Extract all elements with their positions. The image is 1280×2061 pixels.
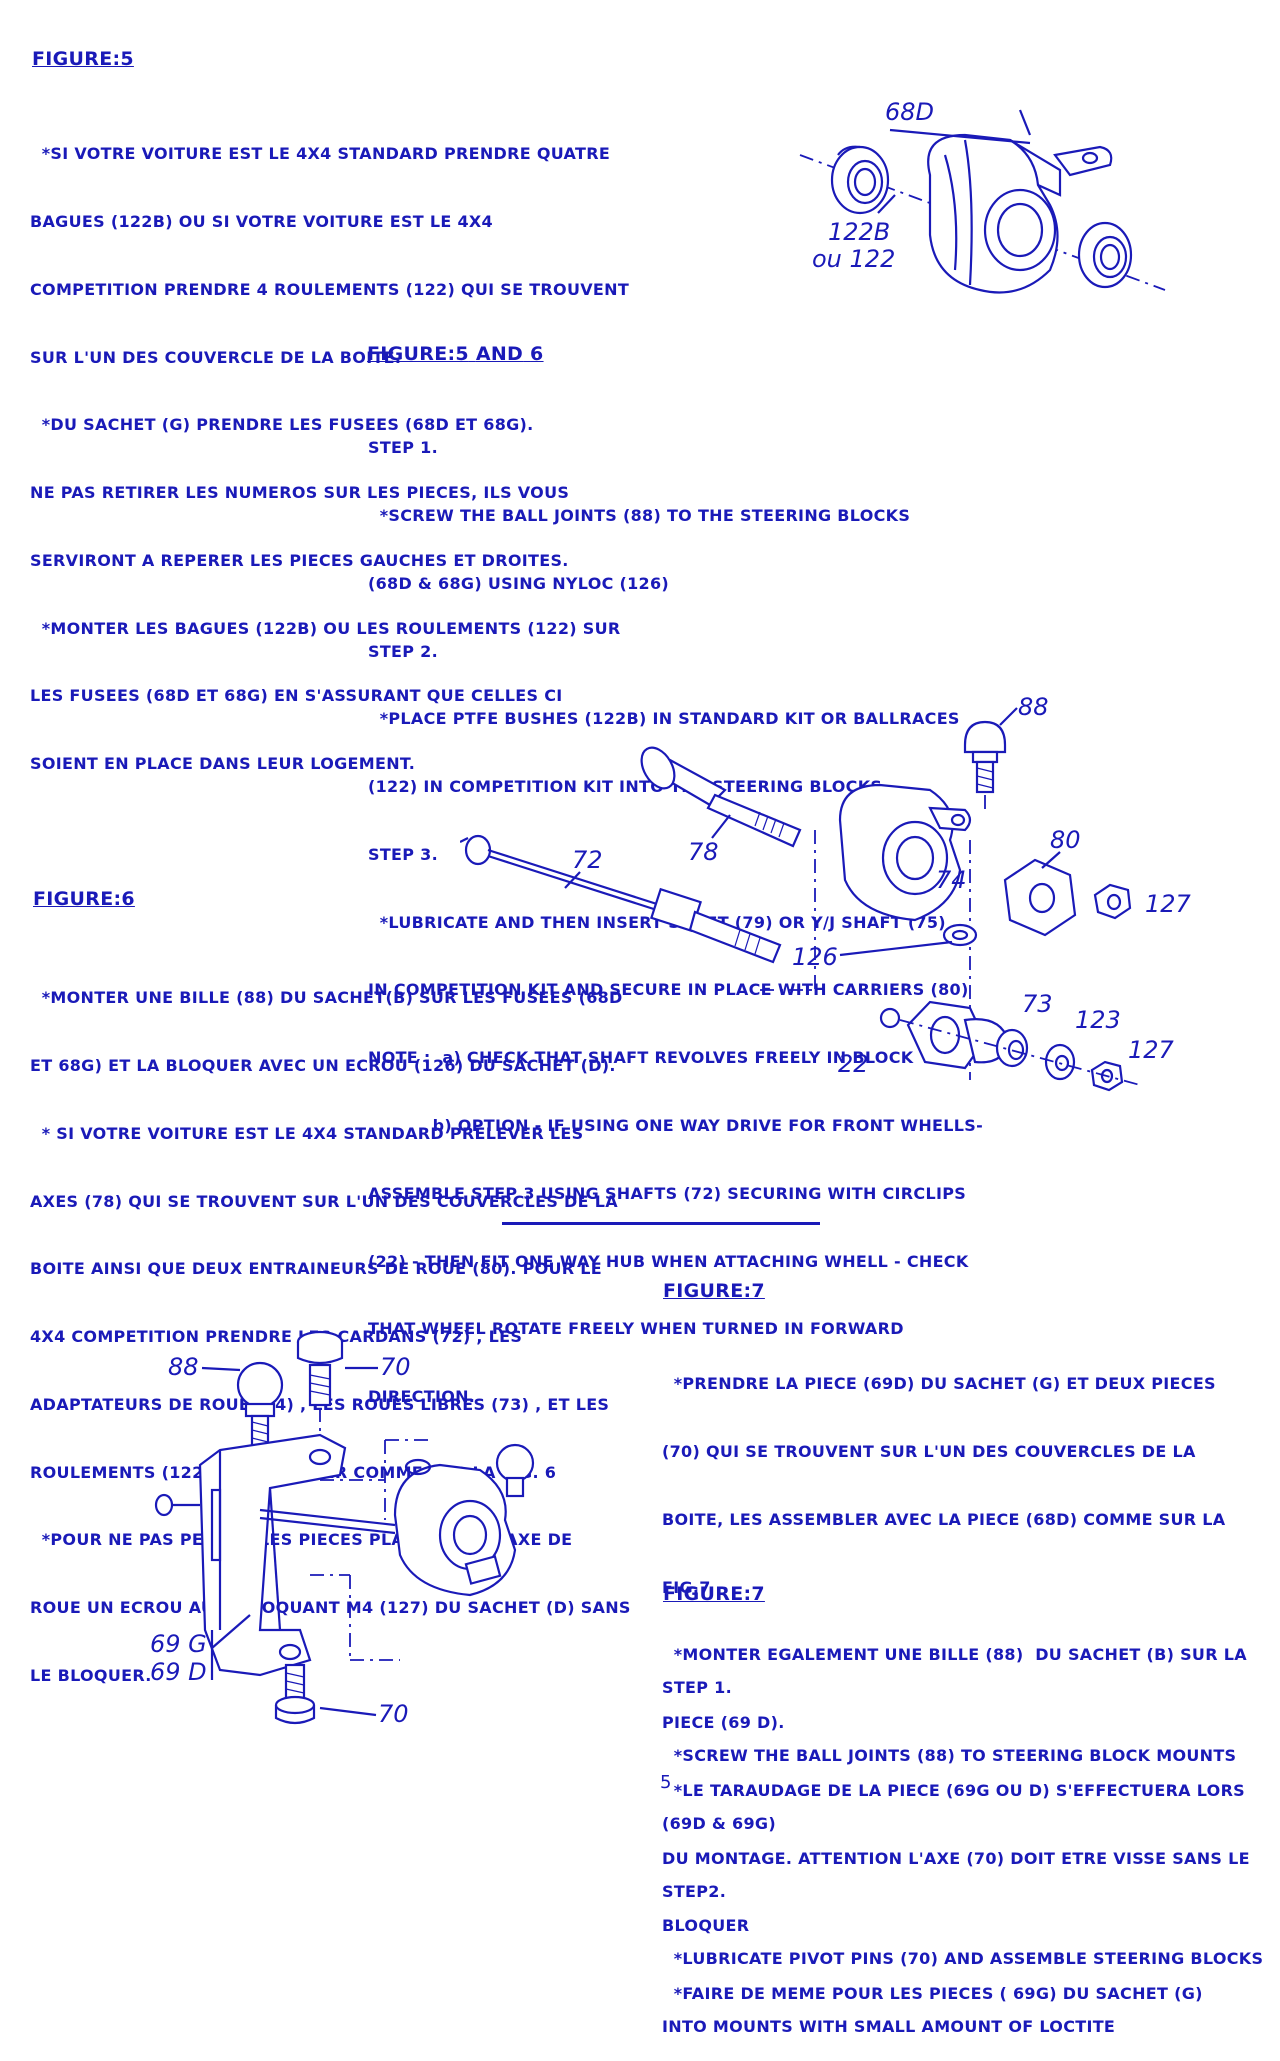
- text-line: SERVIRONT A REPERER LES PIECES GAUCHES E…: [30, 550, 569, 570]
- text-line: BOITE, LES ASSEMBLER AVEC LA PIECE (68D)…: [662, 1509, 1226, 1529]
- figure7-steps: STEP 1. *SCREW THE BALL JOINTS (88) TO S…: [662, 1632, 1263, 2061]
- figure56-heading-and: AND: [475, 343, 524, 365]
- text-line: BAGUES (122B) OU SI VOTRE VOITURE EST LE…: [30, 211, 493, 231]
- text-line: *MONTER EGALEMENT UNE BILLE (88) DU SACH…: [662, 1645, 1247, 1665]
- text-line: b) OPTION - IF USING ONE WAY DRIVE FOR F…: [368, 1116, 984, 1135]
- text-line: STEP 1.: [662, 1678, 732, 1698]
- callout-78: 78: [688, 838, 719, 866]
- text-line: INTO MOUNTS WITH SMALL AMOUNT OF LOCTITE: [662, 2017, 1116, 2037]
- callout-80: 80: [1050, 826, 1081, 854]
- text-line: THAT WHEEL ROTATE FREELY WHEN TURNED IN …: [368, 1319, 904, 1339]
- text-line: NOTE : a) CHECK THAT SHAFT REVOLVES FREE…: [368, 1048, 914, 1068]
- figure5-french-text: *SI VOTRE VOITURE EST LE 4X4 STANDARD PR…: [30, 98, 629, 798]
- callout-ou122: ou 122: [812, 245, 895, 273]
- text-line: (68D & 68G) USING NYLOC (126): [368, 573, 670, 593]
- figure56-heading-prefix: FIGURE:5: [367, 343, 469, 365]
- callout-68d: 68D: [885, 98, 934, 126]
- page-number: 5: [660, 1772, 672, 1793]
- text-line: ASSEMBLE STEP 3 USING SHAFTS (72) SECURI…: [368, 1183, 967, 1203]
- text-line: SUR L'UN DES COUVERCLE DE LA BOITE.: [30, 347, 402, 367]
- figure7-heading-fr: FIGURE:7: [663, 1280, 765, 1302]
- callout-123: 123: [1075, 1006, 1121, 1034]
- text-line: *PLACE PTFE BUSHES (122B) IN STANDARD KI…: [368, 709, 960, 729]
- text-line: STEP 1.: [368, 438, 438, 458]
- figure6-drawing: 88 78 72 126: [459, 690, 1260, 1150]
- callout-70-top: 70: [380, 1353, 411, 1381]
- section-divider: [502, 1222, 820, 1225]
- text-line: *SCREW THE BALL JOINTS (88) TO THE STEER…: [368, 505, 911, 525]
- text-line: *DU SACHET (G) PRENDRE LES FUSEES (68D E…: [30, 415, 534, 435]
- text-line: (70) QUI SE TROUVENT SUR L'UN DES COUVER…: [662, 1441, 1196, 1461]
- figure56-heading: FIGURE:5 AND 6: [367, 343, 544, 365]
- text-line: * SI VOTRE VOITURE EST LE 4X4 STANDARD P…: [30, 1123, 584, 1143]
- callout-88: 88: [168, 1353, 199, 1381]
- text-line: *SCREW THE BALL JOINTS (88) TO STEERING …: [662, 1745, 1237, 1765]
- callout-72: 72: [572, 846, 603, 874]
- text-line: STEP 2.: [368, 641, 438, 661]
- callout-73: 73: [1022, 990, 1053, 1018]
- callout-69d: 69 D: [150, 1658, 207, 1686]
- callout-74: 74: [936, 866, 967, 894]
- text-line: *MONTER LES BAGUES (122B) OU LES ROULEME…: [30, 618, 621, 638]
- text-line: *MONTER UNE BILLE (88) DU SACHET(B) SUR …: [30, 988, 623, 1008]
- text-line: (22) - THEN FIT ONE WAY HUB WHEN ATTACHI…: [368, 1251, 969, 1271]
- callout-88: 88: [1018, 693, 1049, 721]
- text-line: BOITE AINSI QUE DEUX ENTRAINEURS DE ROUE…: [30, 1259, 603, 1279]
- figure5-heading: FIGURE:5: [32, 48, 134, 70]
- text-line: NE PAS RETIRER LES NUMEROS SUR LES PIECE…: [30, 483, 570, 503]
- text-line: SOIENT EN PLACE DANS LEUR LOGEMENT.: [30, 754, 416, 774]
- callout-122b: 122B: [828, 218, 890, 246]
- figure6-heading: FIGURE:6: [33, 888, 135, 910]
- text-line: (69D & 69G): [662, 1813, 776, 1833]
- text-line: FIG.7: [662, 1577, 711, 1597]
- text-line: COMPETITION PRENDRE 4 ROULEMENTS (122) Q…: [30, 279, 630, 299]
- text-line: *SI VOTRE VOITURE EST LE 4X4 STANDARD PR…: [30, 144, 611, 164]
- figure7-drawing: 88 70 6: [150, 1330, 630, 1730]
- callout-22: 22: [838, 1050, 869, 1078]
- text-line: AXES (78) QUI SE TROUVENT SUR L'UN DES C…: [30, 1191, 618, 1211]
- text-line: DIRECTION.: [368, 1387, 476, 1407]
- text-line: *LE TARAUDAGE DE LA PIECE (69G OU D) S'E…: [662, 1780, 1246, 1800]
- callout-126: 126: [792, 943, 838, 971]
- figure56-heading-suffix: 6: [530, 343, 544, 365]
- text-line: *LUBRICATE PIVOT PINS (70) AND ASSEMBLE …: [662, 1949, 1264, 1969]
- figure7-heading-en: FIGURE:7: [663, 1583, 765, 1605]
- text-line: ET 68G) ET LA BLOQUER AVEC UN ECROU (126…: [30, 1055, 616, 1075]
- text-line: PIECE (69 D).: [662, 1713, 785, 1733]
- callout-127b: 127: [1128, 1036, 1175, 1064]
- figure5-drawing: 68D 122B ou 122: [720, 95, 1180, 335]
- text-line: LES FUSEES (68D ET 68G) EN S'ASSURANT QU…: [30, 686, 563, 706]
- callout-69g: 69 G: [150, 1630, 207, 1658]
- text-line: STEP2.: [662, 1881, 727, 1901]
- text-line: *PRENDRE LA PIECE (69D) DU SACHET (G) ET…: [662, 1374, 1216, 1394]
- text-line: STEP 3.: [368, 844, 438, 864]
- callout-70-bottom: 70: [378, 1700, 409, 1728]
- callout-127a: 127: [1145, 890, 1192, 918]
- text-line: LE BLOQUER.: [30, 1666, 152, 1685]
